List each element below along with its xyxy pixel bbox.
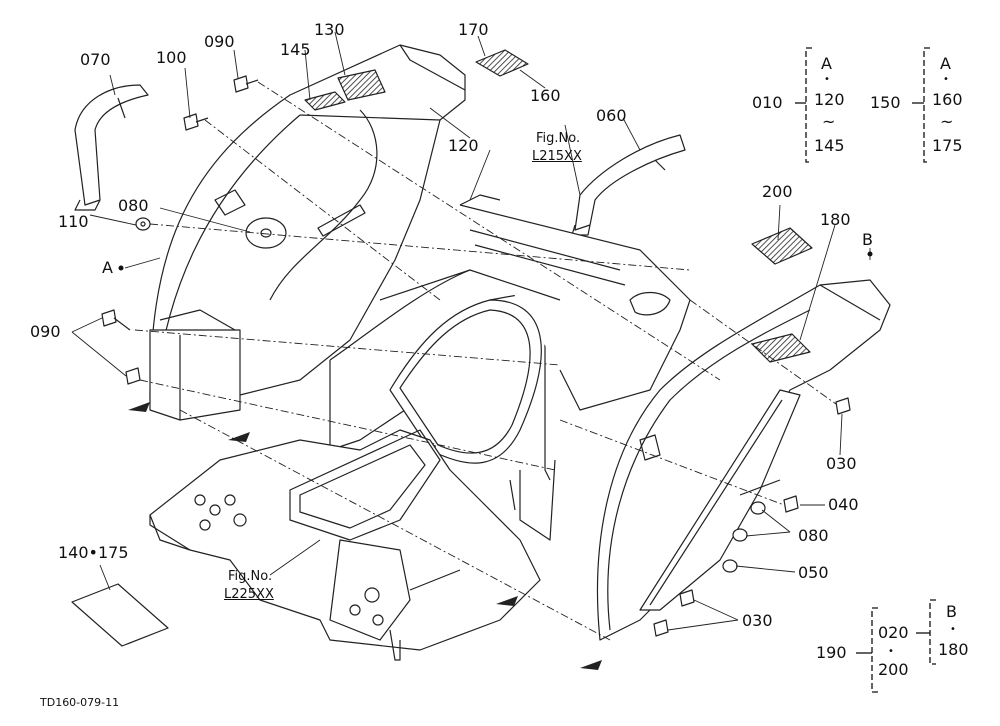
set-190-d: 180 [938, 640, 969, 659]
sticker-170 [475, 49, 529, 77]
set-010-bottom: 145 [814, 136, 845, 155]
bolt-030-bottom-b [653, 619, 669, 637]
nut-050 [722, 559, 738, 573]
set-010-tilde: ~ [822, 112, 836, 131]
set-150-code: 150 [870, 93, 901, 112]
sticker-180 [751, 333, 811, 363]
callout-030-bottom: 030 [742, 611, 773, 630]
set-190-c: B [946, 602, 957, 621]
callout-145: 145 [280, 40, 311, 59]
callout-130: 130 [314, 20, 345, 39]
floor-plate [149, 429, 541, 661]
set-010-top: A [821, 54, 832, 73]
callout-120: 120 [448, 136, 479, 155]
callout-040: 040 [828, 495, 859, 514]
callout-050: 050 [798, 563, 829, 582]
callout-200: 200 [762, 182, 793, 201]
callout-100: 100 [156, 48, 187, 67]
callout-090-left: 090 [30, 322, 61, 341]
set-190-b: 200 [878, 660, 909, 679]
set-010-code: 010 [752, 93, 783, 112]
set-150-bottom: 175 [932, 136, 963, 155]
washer-080-right [732, 501, 766, 542]
set-190-dot2: • [950, 624, 956, 635]
callout-070: 070 [80, 50, 111, 69]
right-fender [596, 279, 891, 641]
bolt-090-left-a [101, 309, 131, 331]
callout-180: 180 [820, 210, 851, 229]
bolt-090-top [233, 75, 259, 93]
callout-110: 110 [58, 212, 89, 231]
grip-060 [571, 134, 686, 236]
figref-1-label: Fig.No. [536, 131, 581, 146]
figref-2-number: L225XX [224, 587, 274, 602]
cabin-frame [329, 194, 691, 541]
set-190-dot1: • [888, 646, 894, 657]
left-fender [149, 44, 466, 421]
callout-060: 060 [596, 106, 627, 125]
callout-a-left: A [102, 258, 113, 277]
figref-1-number: L215XX [532, 149, 582, 164]
callout-080-left: 080 [118, 196, 149, 215]
figref-2-label: Fig.No. [228, 569, 273, 584]
bolt-040 [783, 495, 799, 513]
floor-mat [71, 583, 169, 647]
set-150-mid: 160 [932, 90, 963, 109]
callout-b-right: B [862, 230, 873, 249]
set-010-mid: 120 [814, 90, 845, 109]
bolt-100 [183, 113, 209, 131]
washer-080-left [245, 217, 287, 249]
set-190-a: 020 [878, 623, 909, 642]
set-150-tilde: ~ [940, 112, 954, 131]
set-190-code: 190 [816, 643, 847, 662]
set-150-top: A [940, 54, 951, 73]
nut-110 [135, 217, 151, 231]
set-010-dot: • [824, 74, 830, 85]
callout-090-top: 090 [204, 32, 235, 51]
callout-160: 160 [530, 86, 561, 105]
callout-140-175: 140•175 [58, 543, 129, 562]
bolt-030-bottom-a [679, 589, 695, 607]
set-150-dot: • [943, 74, 949, 85]
grip-070 [74, 84, 149, 211]
callout-080-right: 080 [798, 526, 829, 545]
callout-030-right: 030 [826, 454, 857, 473]
callout-170: 170 [458, 20, 489, 39]
bolt-030-right [835, 397, 851, 415]
sticker-130-145 [304, 69, 386, 111]
sticker-200 [751, 227, 813, 265]
bolt-090-left-b [125, 367, 141, 385]
drawing-id: TD160-079-11 [40, 696, 120, 709]
